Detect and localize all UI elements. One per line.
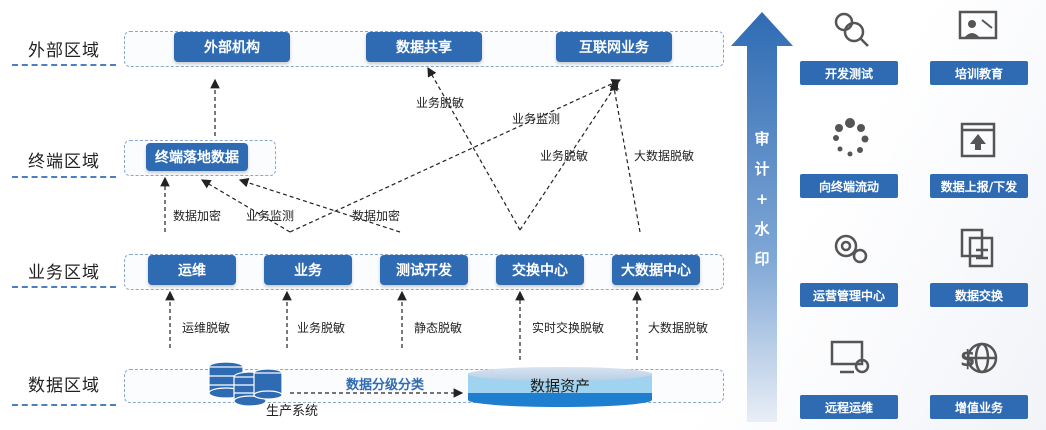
data-flow-label: 数据分级分类 [346, 378, 425, 393]
service-terminal-flow[interactable]: 向终端流动 [800, 174, 898, 198]
service-remote-ops[interactable]: 远程运维 [800, 395, 898, 419]
label-bigdata-desens-top: 大数据脱敏 [634, 149, 695, 163]
service-training[interactable]: 培训教育 [930, 61, 1028, 85]
label-data-encrypt-left: 数据加密 [173, 209, 222, 223]
label-static-desens: 静态脱敏 [414, 321, 463, 335]
node-data-sharing: 数据共享 [366, 32, 482, 62]
globe-dollar-icon: $ [960, 342, 998, 374]
audit-up-arrow [731, 12, 793, 422]
label-biz-monitor-top: 业务监测 [512, 112, 561, 126]
presentation-board-icon [958, 10, 998, 40]
edge-monitor-to-terminal [200, 179, 291, 233]
asset-top-ellipse [468, 367, 652, 381]
svg-text:$: $ [960, 347, 975, 372]
label-biz-monitor-left: 业务监测 [246, 209, 295, 223]
zone-label-terminal: 终端区域 [28, 152, 100, 172]
data-asset-label: 数据资产 [529, 377, 590, 395]
gears-icon [834, 234, 868, 264]
upload-board-icon [960, 122, 996, 158]
edge-exchange-to-internet [519, 80, 619, 231]
zone-divider-terminal [12, 176, 116, 178]
label-biz-desens-bottom: 业务脱敏 [297, 321, 346, 335]
document-exchange-icon [960, 228, 994, 268]
audit-char-5: 印 [754, 250, 770, 268]
audit-char-4: 水 [754, 220, 770, 238]
node-internet-biz: 互联网业务 [556, 32, 672, 62]
edge-encrypt-to-terminal [238, 178, 401, 233]
edge-exchange-to-sharing [427, 66, 521, 231]
edge-monitor-to-internet [289, 79, 622, 233]
label-ops-desens: 运维脱敏 [182, 321, 231, 335]
zone-divider-external [12, 64, 116, 66]
zone-label-business: 业务区域 [28, 263, 100, 283]
magnifier-gear-icon [834, 12, 869, 47]
label-data-encrypt-right: 数据加密 [352, 209, 401, 223]
dots-spinner-icon [833, 118, 869, 157]
audit-char-3: + [755, 190, 769, 208]
monitor-gear-icon [830, 340, 870, 374]
service-data-exchange[interactable]: 数据交换 [930, 283, 1028, 307]
node-exchange-center: 交换中心 [496, 255, 584, 285]
audit-char-1: 审 [754, 130, 770, 148]
node-external-org: 外部机构 [174, 32, 290, 62]
label-biz-desens-top: 业务脱敏 [416, 96, 465, 110]
service-ops-center[interactable]: 运营管理中心 [800, 283, 898, 307]
service-data-report[interactable]: 数据上报/下发 [930, 174, 1028, 198]
label-bigdata-desens-bottom: 大数据脱敏 [648, 321, 709, 335]
database-icon [208, 361, 283, 407]
node-test-dev: 测试开发 [380, 255, 468, 285]
label-biz-desens-mid: 业务脱敏 [540, 149, 589, 163]
zone-label-external: 外部区域 [28, 41, 100, 61]
node-terminal-data: 终端落地数据 [146, 143, 248, 171]
audit-watermark-text: 审 计 + 水 印 [752, 128, 772, 278]
zone-divider-data [12, 404, 116, 406]
label-realtime-desens: 实时交换脱敏 [532, 321, 605, 335]
edge-bigdata-to-internet [609, 80, 641, 233]
node-biz: 业务 [264, 255, 352, 285]
asset-band-bottom [468, 393, 652, 407]
data-asset-cylinder: 数据资产 [468, 367, 652, 411]
node-bigdata-center: 大数据中心 [612, 255, 700, 285]
node-ops: 运维 [148, 255, 236, 285]
service-value-added[interactable]: 增值业务 [930, 395, 1028, 419]
production-system-label: 生产系统 [266, 404, 319, 419]
zone-label-data: 数据区域 [28, 376, 100, 396]
audit-char-2: 计 [754, 160, 770, 178]
service-dev-test[interactable]: 开发测试 [800, 61, 898, 85]
zone-divider-business [12, 286, 116, 288]
